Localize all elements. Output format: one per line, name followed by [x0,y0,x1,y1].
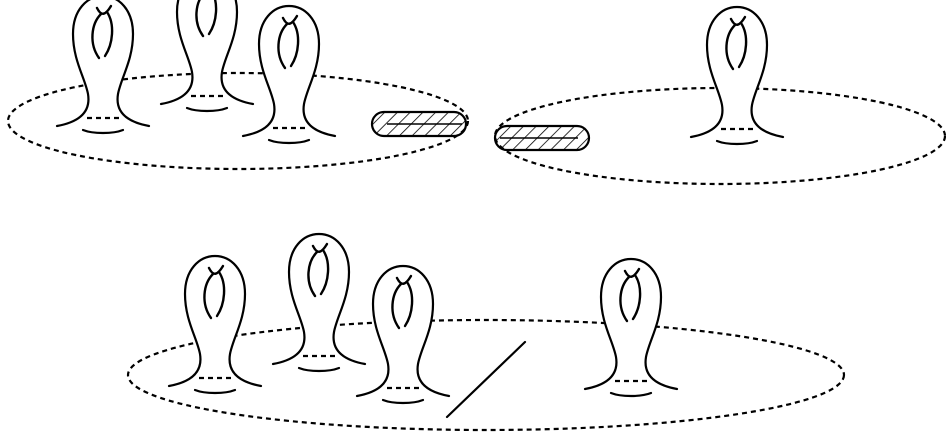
top-right-surface [493,5,946,186]
separating-curve [445,340,527,419]
handle [55,0,151,135]
handle [159,0,255,113]
handle [583,257,679,398]
handle [241,4,337,145]
hatched-disk-right [493,124,591,152]
bottom-boundary [126,318,846,432]
top-left-boundary [6,71,470,171]
handle [355,264,451,405]
bottom-surface [126,232,846,432]
handle [167,254,263,395]
top-left-surface [6,0,470,171]
hatched-disk-left [370,110,468,138]
handle [689,5,785,146]
handle [271,232,367,373]
